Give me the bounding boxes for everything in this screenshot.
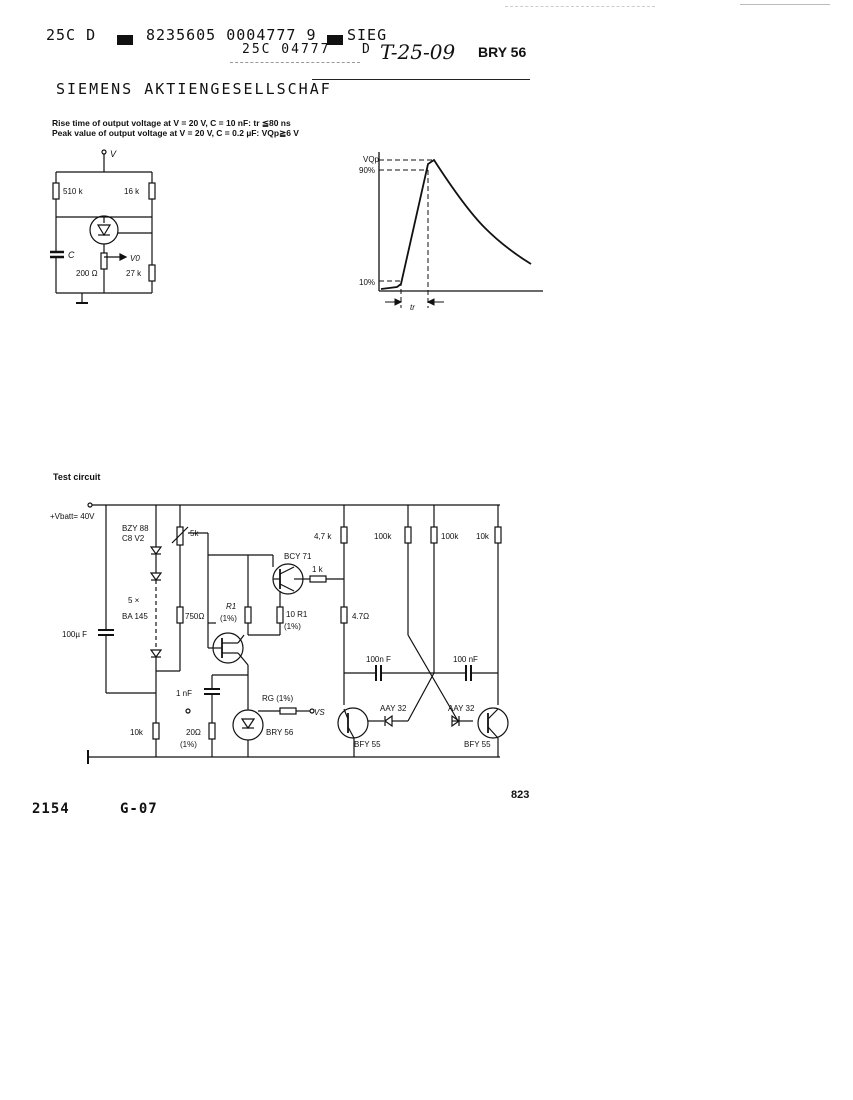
zener-type-label: C8 V2 — [122, 534, 145, 543]
r47-label: 4.7Ω — [352, 612, 369, 621]
r750-label: 750Ω — [185, 612, 204, 621]
doc-code-numbers: 8235605 0004777 9 — [146, 26, 317, 44]
small-circuit-diagram: V 510 k 16 k C V0 200 Ω 27 k — [50, 149, 156, 304]
supply-label: V — [110, 149, 117, 159]
r1-tol-label: (1%) — [220, 614, 237, 623]
spec-rise-time: Rise time of output voltage at V = 20 V,… — [52, 118, 291, 128]
header-rule — [312, 79, 530, 80]
handwritten-note: T-25-09 — [380, 40, 456, 64]
r10k-right-label: 10k — [476, 532, 490, 541]
doc-sub-d: D — [362, 42, 372, 57]
diodes-count-label: 5 × — [128, 596, 140, 605]
r2-label: 16 k — [124, 187, 140, 196]
bcy-label: BCY 71 — [284, 552, 312, 561]
vbatt-label: +Vbatt= 40V — [50, 512, 95, 521]
redaction-block-2 — [327, 29, 343, 48]
cap-100uf-label: 100µ F — [62, 630, 87, 639]
spec-peak-value: Peak value of output voltage at V = 20 V… — [52, 128, 299, 138]
out-label: V0 — [130, 254, 140, 263]
r1-label: R1 — [226, 602, 236, 611]
scan-artifact-line — [230, 62, 360, 63]
redaction-block-1 — [117, 29, 133, 48]
scan-speck — [505, 6, 655, 7]
company-name: SIEMENS AKTIENGESELLSCHAF — [56, 80, 332, 98]
zener-label: BZY 88 — [122, 524, 149, 533]
pot-label: 5k — [190, 529, 199, 538]
r47k-label: 4,7 k — [314, 532, 332, 541]
c1nf-label: 1 nF — [176, 689, 192, 698]
r4-label: 27 k — [126, 269, 142, 278]
vs-label: VS — [314, 708, 325, 717]
r1k-label: 1 k — [312, 565, 324, 574]
resistor-510k — [52, 182, 60, 200]
c100-2-label: 100 nF — [453, 655, 478, 664]
r10-label: 10 R1 — [286, 610, 308, 619]
voltage-curve — [380, 158, 532, 290]
output-waveform-diagram: VQp 90% 10% tr — [359, 152, 543, 312]
c100-1-label: 100n F — [366, 655, 391, 664]
bfy2-label: BFY 55 — [464, 740, 491, 749]
p90-label: 90% — [359, 166, 375, 175]
r20-label: 20Ω — [186, 728, 201, 737]
p10-label: 10% — [359, 278, 375, 287]
r1-label: 510 k — [63, 187, 84, 196]
r100k-2-label: 100k — [441, 532, 459, 541]
doc-code-prefix: 25C D — [46, 26, 97, 44]
rg-label: RG (1%) — [262, 694, 293, 703]
cap-label: C — [68, 250, 75, 260]
aay2-label: AAY 32 — [448, 704, 475, 713]
resistor-16k — [148, 182, 156, 200]
resistor-27k — [148, 264, 156, 282]
footer-left: 2154 — [32, 801, 70, 817]
r100k-1-label: 100k — [374, 532, 392, 541]
bry-label: BRY 56 — [266, 728, 294, 737]
r20-tol-label: (1%) — [180, 740, 197, 749]
page-number: 823 — [511, 789, 530, 801]
aay1-label: AAY 32 — [380, 704, 407, 713]
r10-tol-label: (1%) — [284, 622, 301, 631]
r3-label: 200 Ω — [76, 269, 98, 278]
scan-speck — [740, 4, 830, 5]
part-number: BRY 56 — [478, 44, 527, 60]
doc-code-sieg: SIEG — [347, 26, 388, 44]
test-circuit-caption: Test circuit — [53, 472, 101, 482]
bfy1-label: BFY 55 — [354, 740, 381, 749]
tr-label: tr — [410, 303, 415, 312]
diodes-type-label: BA 145 — [122, 612, 148, 621]
vqp-label: VQp — [363, 155, 380, 164]
r10k-label: 10k — [130, 728, 144, 737]
supply-terminal — [101, 149, 107, 155]
resistor-200 — [100, 252, 108, 270]
test-circuit-diagram: +Vbatt= 40V BZY 88 C8 V2 5k 5 × BA 145 1… — [50, 502, 509, 764]
footer-mid: G-07 — [120, 801, 158, 817]
doc-sub-code: 25C 04777 — [242, 42, 331, 57]
